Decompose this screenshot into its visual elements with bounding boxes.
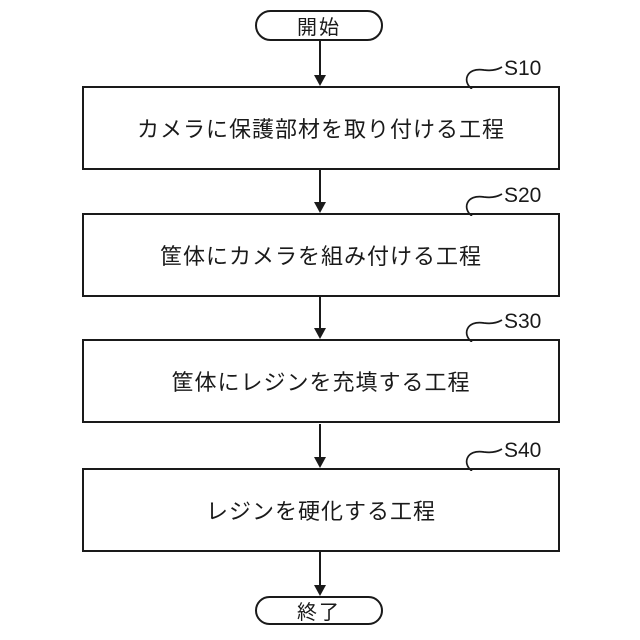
process-box-s20: 筐体にカメラを組み付ける工程 bbox=[82, 213, 560, 297]
arrow-shaft bbox=[319, 424, 321, 457]
arrow-head-icon bbox=[314, 202, 326, 213]
start-terminal-label: 開始 bbox=[297, 17, 341, 39]
step-ref-label-s20: S20 bbox=[504, 184, 542, 207]
reference-leader-line bbox=[461, 446, 506, 471]
step-ref-label-s40: S40 bbox=[504, 439, 542, 462]
arrow-head-icon bbox=[314, 585, 326, 596]
arrow-shaft bbox=[319, 297, 321, 328]
flow-arrow-down bbox=[314, 552, 326, 596]
process-box-s40: レジンを硬化する工程 bbox=[82, 468, 560, 552]
arrow-shaft bbox=[319, 552, 321, 585]
reference-leader-line bbox=[461, 64, 506, 89]
process-box-label: 筐体にカメラを組み付ける工程 bbox=[159, 244, 482, 269]
step-ref-label-s10: S10 bbox=[504, 57, 542, 80]
process-box-label: カメラに保護部材を取り付ける工程 bbox=[136, 117, 505, 142]
reference-leader-line bbox=[461, 317, 506, 342]
arrow-shaft bbox=[319, 41, 321, 75]
end-terminal-label: 終了 bbox=[297, 602, 341, 624]
arrow-shaft bbox=[319, 170, 321, 202]
end-terminal: 終了 bbox=[255, 596, 383, 625]
process-box-label: 筐体にレジンを充填する工程 bbox=[171, 370, 471, 395]
flow-arrow-down bbox=[314, 41, 326, 86]
step-ref-label-s30: S30 bbox=[504, 310, 542, 333]
flow-arrow-down bbox=[314, 424, 326, 468]
arrow-head-icon bbox=[314, 328, 326, 339]
start-terminal: 開始 bbox=[255, 10, 383, 41]
reference-leader-line bbox=[461, 191, 506, 216]
process-box-s10: カメラに保護部材を取り付ける工程 bbox=[82, 86, 560, 170]
flow-arrow-down bbox=[314, 297, 326, 339]
flow-arrow-down bbox=[314, 170, 326, 213]
arrow-head-icon bbox=[314, 457, 326, 468]
process-box-s30: 筐体にレジンを充填する工程 bbox=[82, 339, 560, 423]
arrow-head-icon bbox=[314, 75, 326, 86]
process-box-label: レジンを硬化する工程 bbox=[205, 499, 436, 524]
